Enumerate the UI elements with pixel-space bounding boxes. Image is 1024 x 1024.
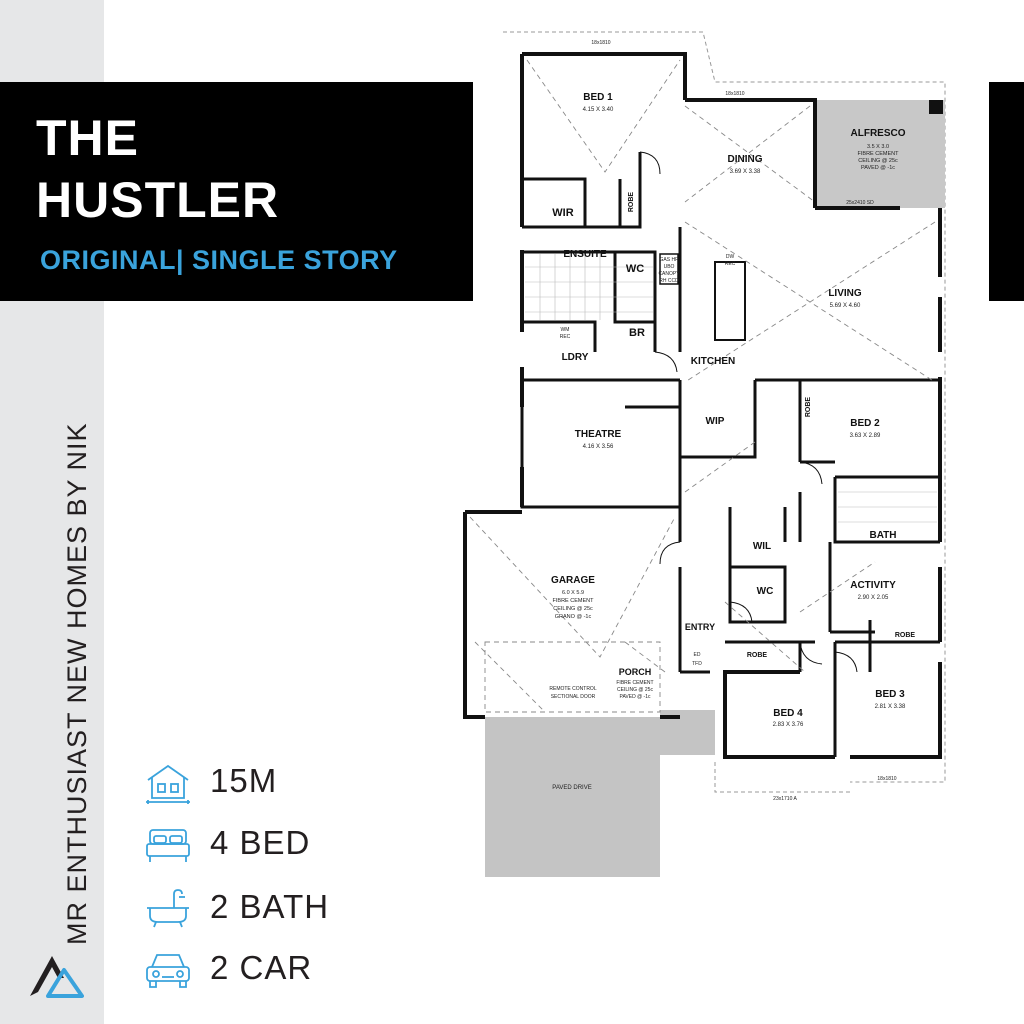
brand-vertical-text: MR ENTHUSIAST NEW HOMES BY NIK	[62, 422, 92, 945]
plan-annotations: GAS HP UBO CANOPY RH CCD DW REC WM REC E…	[560, 40, 897, 802]
gas-note-4: RH CCD	[659, 278, 679, 284]
room-label-wil: WIL	[753, 541, 771, 552]
room-label-kitchen: KITCHEN	[691, 356, 735, 367]
porch-note-1: FIBRE CEMENT	[616, 680, 653, 686]
gas-note-3: CANOPY	[658, 271, 680, 277]
wm-rec-note: REC	[560, 334, 571, 340]
room-label-bed3: BED 3	[875, 689, 905, 700]
wet-area-tiles	[525, 254, 937, 523]
bathtub-icon	[147, 889, 189, 928]
room-size-bed4: 2.83 X 3.76	[773, 722, 804, 728]
gas-note-2: UBO	[664, 264, 675, 270]
kitchen-island	[714, 261, 746, 341]
room-label-wir: WIR	[552, 207, 573, 219]
driveway-area	[485, 717, 660, 877]
room-label-br: BR	[629, 327, 645, 339]
room-size-activity: 2.90 X 2.05	[858, 595, 889, 601]
room-labels: BED 1 4.15 X 3.40 DINING 3.69 X 3.38 ALF…	[549, 92, 915, 791]
window-note-alfresco-door: 25x2410 SD	[846, 200, 874, 206]
room-label-bed1: BED 1	[583, 92, 613, 103]
room-size-bed1: 4.15 X 3.40	[583, 107, 614, 113]
alfresco-post	[929, 100, 943, 114]
room-label-wc1: WC	[626, 263, 644, 275]
cooktop	[659, 253, 679, 285]
feature-bedrooms-text: 4 BED	[210, 824, 311, 861]
room-size-dining: 3.69 X 3.38	[730, 169, 761, 175]
alfresco-area	[815, 100, 945, 208]
ed-note: ED	[694, 652, 701, 658]
porch-note-3: PAVED @ -1c	[619, 694, 651, 700]
room-size-bed3: 2.81 X 3.38	[875, 704, 906, 710]
room-label-entry: ENTRY	[685, 622, 715, 632]
garage-note-3: GRANO @ -1c	[555, 614, 592, 620]
garage-door-note-2: SECTIONAL DOOR	[551, 694, 596, 700]
car-icon	[146, 954, 190, 988]
room-label-living: LIVING	[828, 288, 862, 299]
feature-car-text: 2 CAR	[210, 949, 313, 986]
interior-walls	[520, 152, 940, 757]
title-subtitle: ORIGINAL| SINGLE STORY	[40, 245, 398, 275]
feature-frontage-text: 15M	[210, 762, 278, 799]
room-label-driveway: PAVED DRIVE	[552, 785, 591, 791]
title-line-1: THE	[36, 110, 139, 166]
tfd-note: TFD	[692, 661, 702, 667]
room-label-activity: ACTIVITY	[850, 580, 896, 591]
alfresco-note-3: PAVED @ -1c	[861, 165, 895, 171]
room-label-robe1: ROBE	[628, 192, 635, 213]
bed-icon	[146, 829, 190, 862]
room-label-theatre: THEATRE	[575, 429, 622, 440]
garage-door-note-1: REMOTE CONTROL	[549, 686, 596, 692]
room-label-porch: PORCH	[619, 667, 652, 677]
room-size-alfresco: 3.5 X 3.0	[867, 144, 889, 150]
room-label-robe4: ROBE	[747, 652, 768, 659]
floor-plan: BED 1 4.15 X 3.40 DINING 3.69 X 3.38 ALF…	[463, 31, 946, 877]
window-note-bed4: 23x1710 A	[773, 796, 797, 802]
room-size-theatre: 4.16 X 3.56	[583, 444, 614, 450]
feature-bathrooms-text: 2 BATH	[210, 888, 330, 925]
room-label-wip: WIP	[706, 416, 725, 427]
right-accent-bar	[989, 82, 1024, 301]
window-note-top: 18x1810	[591, 40, 610, 46]
garage-note-1: FIBRE CEMENT	[553, 598, 595, 604]
alfresco-note-1: FIBRE CEMENT	[858, 151, 900, 157]
room-label-robe2: ROBE	[805, 397, 812, 418]
room-label-robe3: ROBE	[895, 632, 916, 639]
room-label-wc2: WC	[757, 586, 774, 597]
brand-logo-icon	[30, 956, 84, 998]
wm-note: WM	[561, 327, 570, 333]
room-label-garage: GARAGE	[551, 575, 595, 586]
dw-note: DW	[726, 254, 735, 260]
room-label-bath: BATH	[869, 530, 896, 541]
room-label-bed2: BED 2	[850, 418, 880, 429]
site-boundary	[503, 31, 946, 793]
window-note-bottom: 18x1810	[877, 776, 896, 782]
porch-note-2: CEILING @ 25c	[617, 687, 653, 693]
garage-note-2: CEILING @ 25c	[553, 606, 593, 612]
room-label-dining: DINING	[728, 154, 763, 165]
room-label-ensuite: ENSUITE	[563, 249, 607, 260]
room-label-ldry: LDRY	[562, 352, 589, 363]
gas-note-1: GAS HP	[660, 257, 680, 263]
title-line-2: HUSTLER	[36, 172, 280, 228]
house-frontage-icon	[146, 764, 190, 804]
alfresco-note-2: CEILING @ 25c	[858, 158, 898, 164]
rec-note: REC	[725, 261, 736, 267]
room-size-bed2: 3.63 X 2.89	[850, 433, 881, 439]
title-block: THE HUSTLER ORIGINAL| SINGLE STORY	[0, 82, 473, 301]
room-size-living: 5.69 X 4.60	[830, 303, 861, 309]
room-label-alfresco: ALFRESCO	[851, 128, 906, 139]
room-size-garage: 6.0 X 5.9	[562, 590, 584, 596]
door-swings	[639, 151, 858, 673]
window-note-dining: 18x1810	[725, 91, 744, 97]
walls	[463, 52, 942, 759]
room-label-bed4: BED 4	[773, 708, 803, 719]
